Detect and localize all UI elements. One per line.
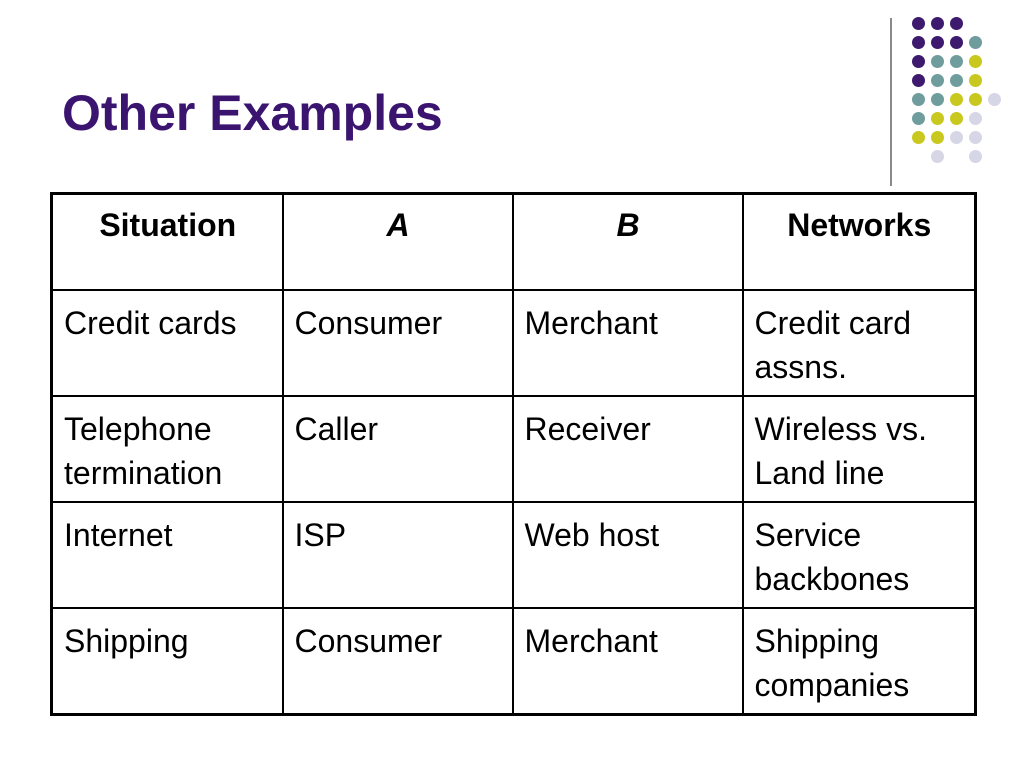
table-cell: Credit cards: [50, 289, 284, 397]
decorative-dot: [950, 36, 963, 49]
decorative-dot: [969, 55, 982, 68]
column-header-b: B: [511, 192, 744, 291]
decorative-dot: [931, 93, 944, 106]
table-cell: Web host: [511, 501, 744, 609]
column-header-situation: Situation: [50, 192, 284, 291]
table-cell: Merchant: [511, 289, 744, 397]
decorative-dot: [969, 150, 982, 163]
decorative-dot: [912, 36, 925, 49]
decorative-dot: [931, 131, 944, 144]
vertical-divider: [890, 18, 892, 186]
decorative-dot: [931, 36, 944, 49]
decorative-dot: [931, 74, 944, 87]
table-cell: Credit card assns.: [741, 289, 977, 397]
decorative-dot: [969, 36, 982, 49]
table-cell: Caller: [281, 395, 514, 503]
table-cell: Receiver: [511, 395, 744, 503]
table-row: Telephone termination Caller Receiver Wi…: [50, 395, 977, 503]
table-cell: Consumer: [281, 607, 514, 716]
table-cell: ISP: [281, 501, 514, 609]
decorative-dot: [969, 131, 982, 144]
table-row: Shipping Consumer Merchant Shipping comp…: [50, 607, 977, 716]
table-cell: Merchant: [511, 607, 744, 716]
slide-title: Other Examples: [62, 85, 443, 141]
table-cell: Shipping companies: [741, 607, 977, 716]
table-cell: Internet: [50, 501, 284, 609]
decorative-dot: [912, 93, 925, 106]
decorative-dot: [969, 112, 982, 125]
decorative-dot: [931, 55, 944, 68]
decorative-dot: [931, 112, 944, 125]
table-cell: Consumer: [281, 289, 514, 397]
table-cell: Wireless vs. Land line: [741, 395, 977, 503]
table-row: Credit cards Consumer Merchant Credit ca…: [50, 289, 977, 397]
column-header-networks: Networks: [741, 192, 977, 291]
decorative-dot: [931, 17, 944, 30]
decorative-dot: [912, 55, 925, 68]
decorative-dot: [912, 112, 925, 125]
decorative-dot: [950, 131, 963, 144]
table-row: Internet ISP Web host Service backbones: [50, 501, 977, 609]
column-header-a: A: [281, 192, 514, 291]
table-cell: Telephone termination: [50, 395, 284, 503]
decorative-dot: [950, 93, 963, 106]
decorative-dot: [931, 150, 944, 163]
table-header-row: Situation A B Networks: [50, 192, 977, 291]
decorative-dot: [988, 93, 1001, 106]
table-cell: Service backbones: [741, 501, 977, 609]
decorative-dot: [969, 93, 982, 106]
decorative-dot: [912, 74, 925, 87]
decorative-dot: [950, 17, 963, 30]
table-cell: Shipping: [50, 607, 284, 716]
decorative-dot: [969, 74, 982, 87]
decorative-dot: [950, 74, 963, 87]
decorative-dot: [912, 17, 925, 30]
decorative-dot: [950, 112, 963, 125]
examples-table: Situation A B Networks Credit cards Cons…: [50, 192, 977, 716]
decorative-dot: [912, 131, 925, 144]
decorative-dot: [950, 55, 963, 68]
